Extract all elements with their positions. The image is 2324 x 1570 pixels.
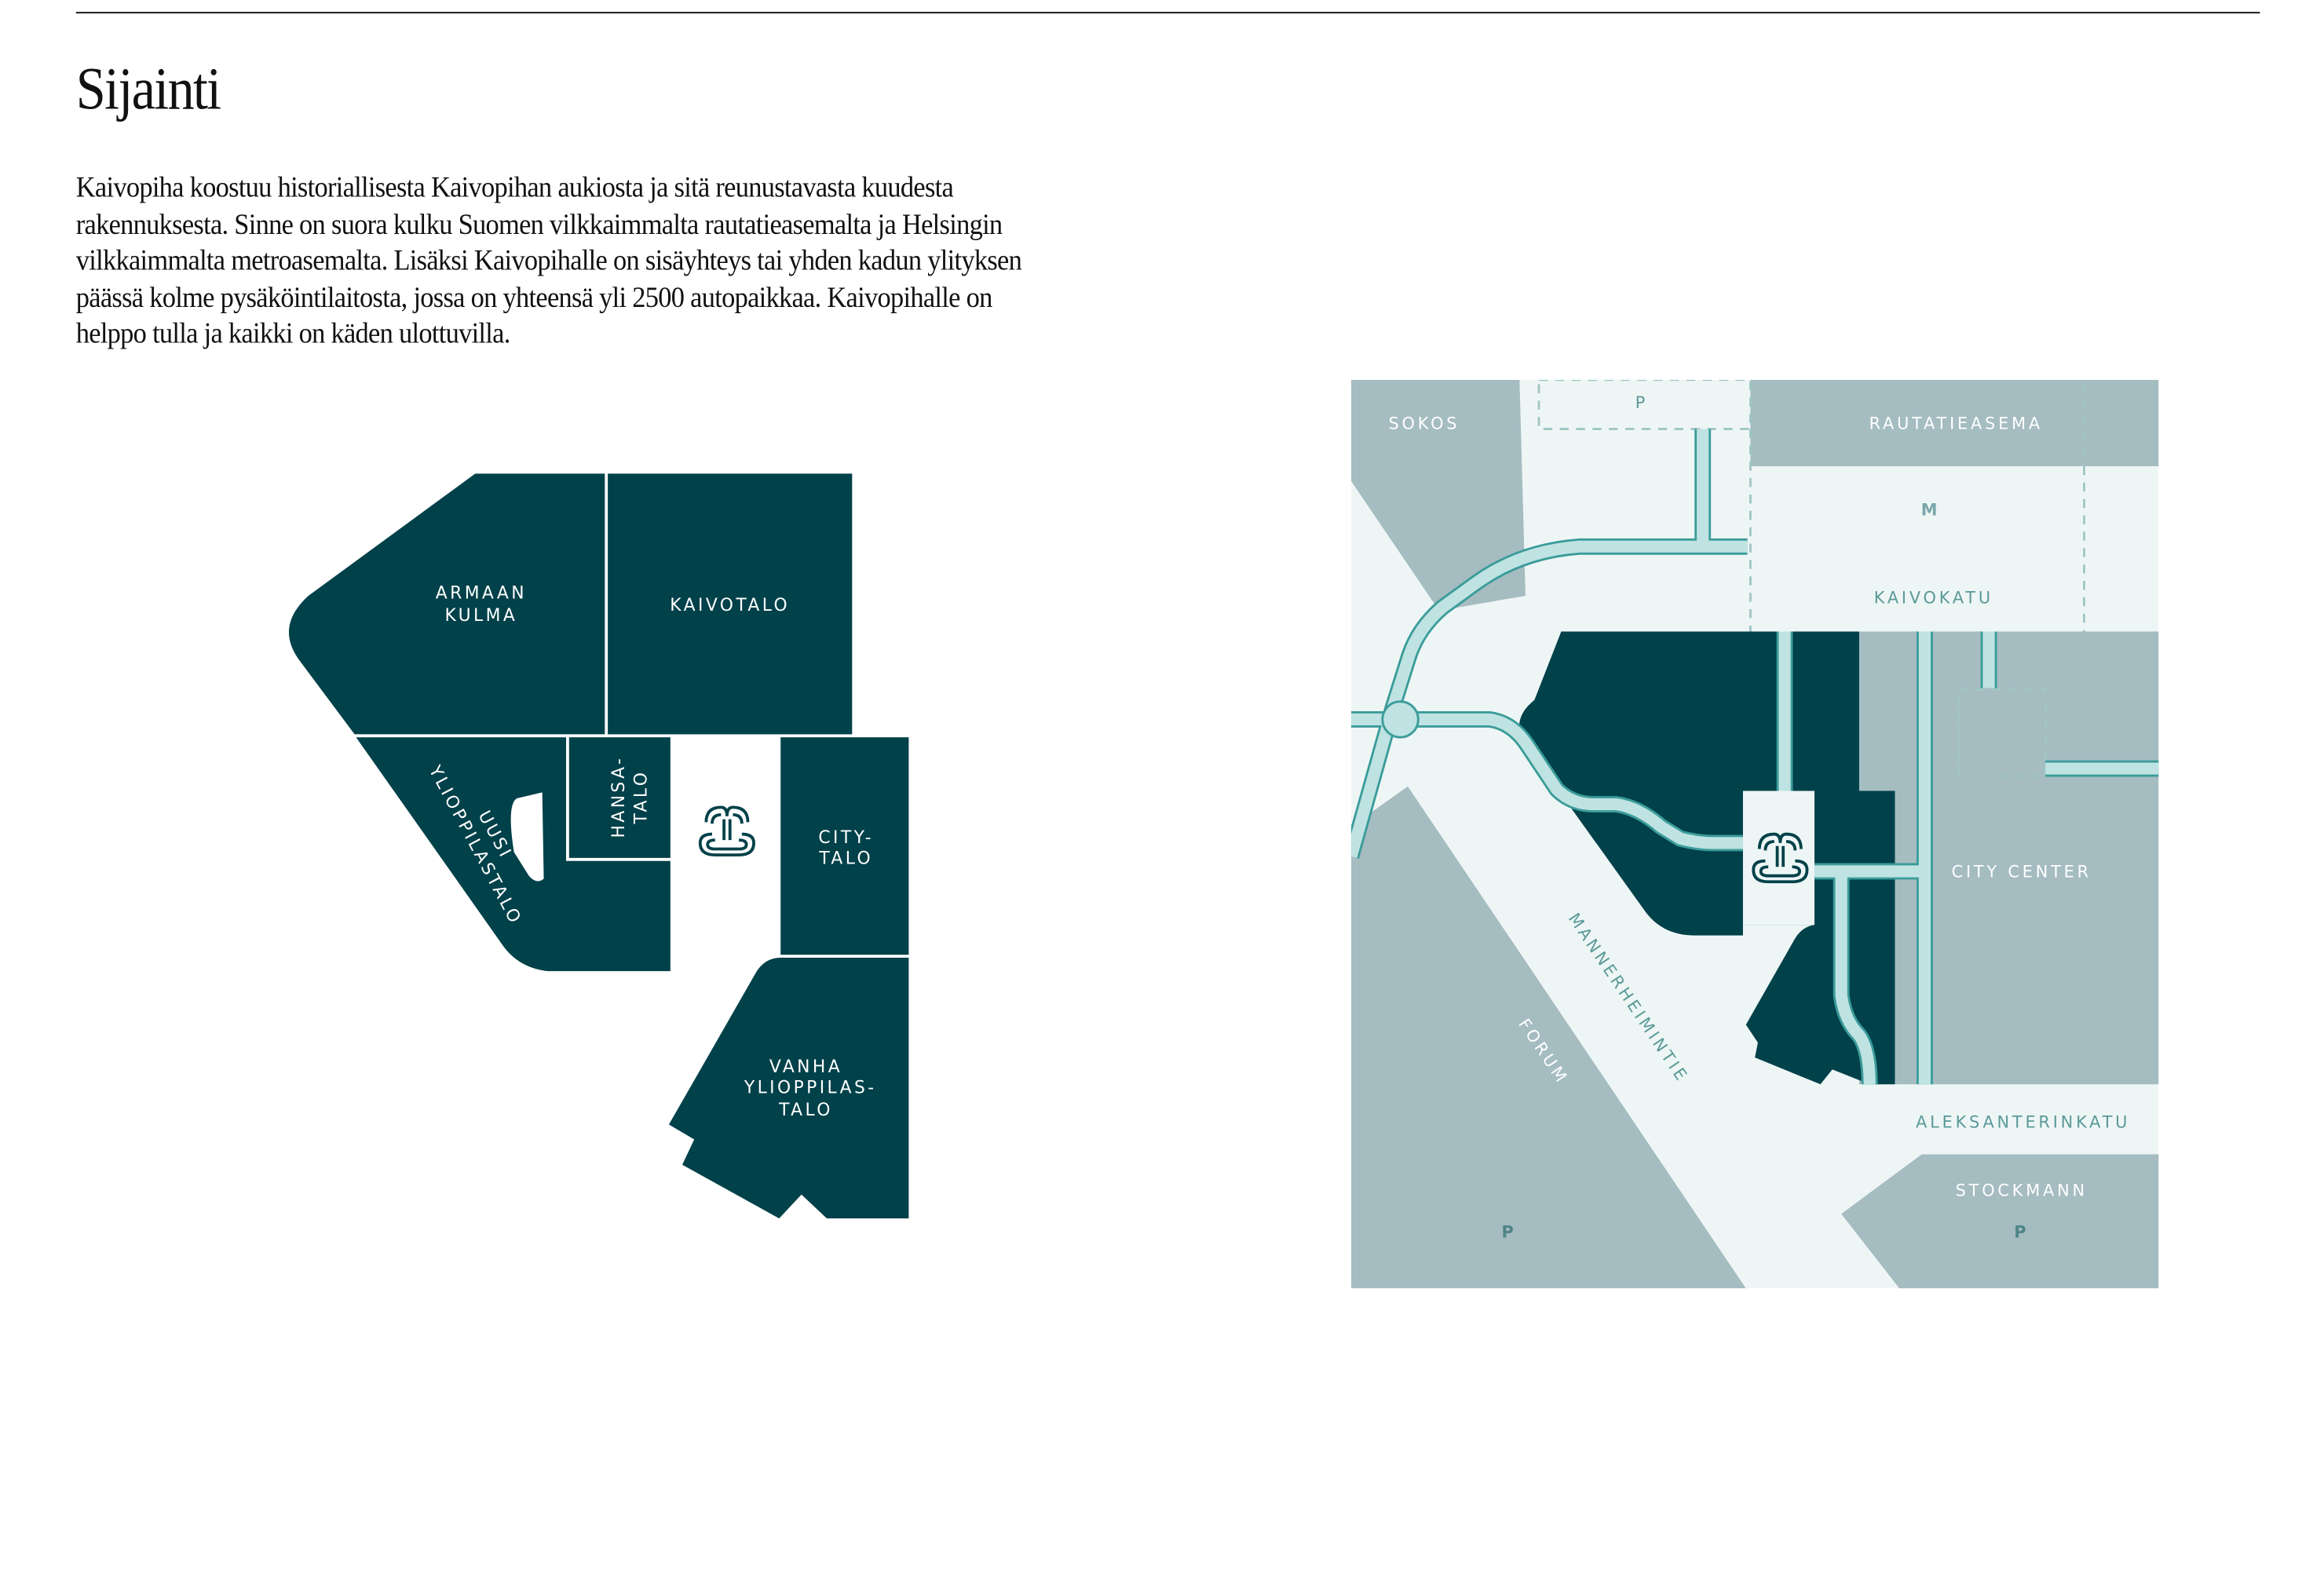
building-kaivotalo[interactable] (608, 473, 853, 735)
label-metro: M (1921, 501, 1941, 520)
fountain-icon (698, 805, 755, 857)
label-rautatieasema: RAUTATIEASEMA (1869, 414, 2043, 433)
label-talo: TALO (631, 770, 651, 825)
area-map: SOKOS P RAUTATIEASEMA M KAIVOKATU CITY C… (1350, 379, 2159, 1289)
label-parking: P (1635, 393, 1648, 412)
label-talo: TALO (818, 849, 873, 868)
block-stockmann[interactable] (1841, 1154, 2159, 1289)
building-vanha-ylioppilastalo[interactable] (668, 958, 909, 1219)
label-kaivokatu: KAIVOKATU (1874, 588, 1993, 607)
divider (75, 12, 2260, 14)
label-ylioppilas: YLIOPPILAS- (744, 1079, 877, 1098)
walkways (1350, 429, 2159, 1085)
block-kaivopiha[interactable] (1518, 631, 1895, 1085)
label-kulma: KULMA (445, 606, 518, 626)
label-parking-stockmann: P (2014, 1223, 2029, 1242)
label-city: CITY- (818, 828, 874, 848)
intro-line: rakennuksesta. Sinne on suora kulku Suom… (75, 209, 1003, 241)
intro-line: vilkkaimmalta metroasemalta. Lisäksi Kai… (75, 246, 1022, 277)
label-sokos: SOKOS (1388, 414, 1460, 433)
label-stockmann: STOCKMANN (1956, 1181, 2088, 1200)
intro-line: Kaivopiha koostuu historiallisesta Kaivo… (75, 173, 954, 204)
intro-line: päässä kolme pysäköintilaitosta, jossa o… (75, 282, 993, 314)
label-hansa: HANSA- (609, 756, 629, 838)
block-sokos[interactable] (1350, 379, 1526, 611)
label-aleksanterinkatu: ALEKSANTERINKATU (1916, 1112, 2130, 1131)
building-hansa-talo[interactable] (568, 737, 671, 858)
svg-text:HANSA-TALO: HANSA-TALO (609, 756, 651, 838)
intro-paragraph: Kaivopiha koostuu historiallisesta Kaivo… (76, 171, 1093, 353)
block-city-center[interactable] (1858, 631, 2159, 1085)
building-armaan-kulma[interactable] (288, 473, 605, 735)
label-parking-forum: P (1502, 1223, 1517, 1242)
label-talo: TALO (778, 1101, 833, 1120)
building-uusi-ylioppilastalo[interactable] (356, 737, 671, 972)
block-rautatieasema[interactable] (1750, 379, 2159, 466)
svg-text:CITY-TALO: CITY-TALO (818, 828, 874, 869)
label-city-center: CITY CENTER (1952, 863, 2092, 882)
building-city-talo[interactable] (780, 737, 909, 955)
section-title: Sijainti (75, 55, 221, 122)
block-forum[interactable] (1350, 786, 1746, 1289)
label-kaivotalo: KAIVOTALO (670, 596, 790, 615)
intro-line: helppo tulla ja kaikki on käden ulottuvi… (75, 319, 511, 350)
label-vanha: VANHA (769, 1057, 842, 1077)
label-armaan: ARMAAN (436, 584, 527, 604)
